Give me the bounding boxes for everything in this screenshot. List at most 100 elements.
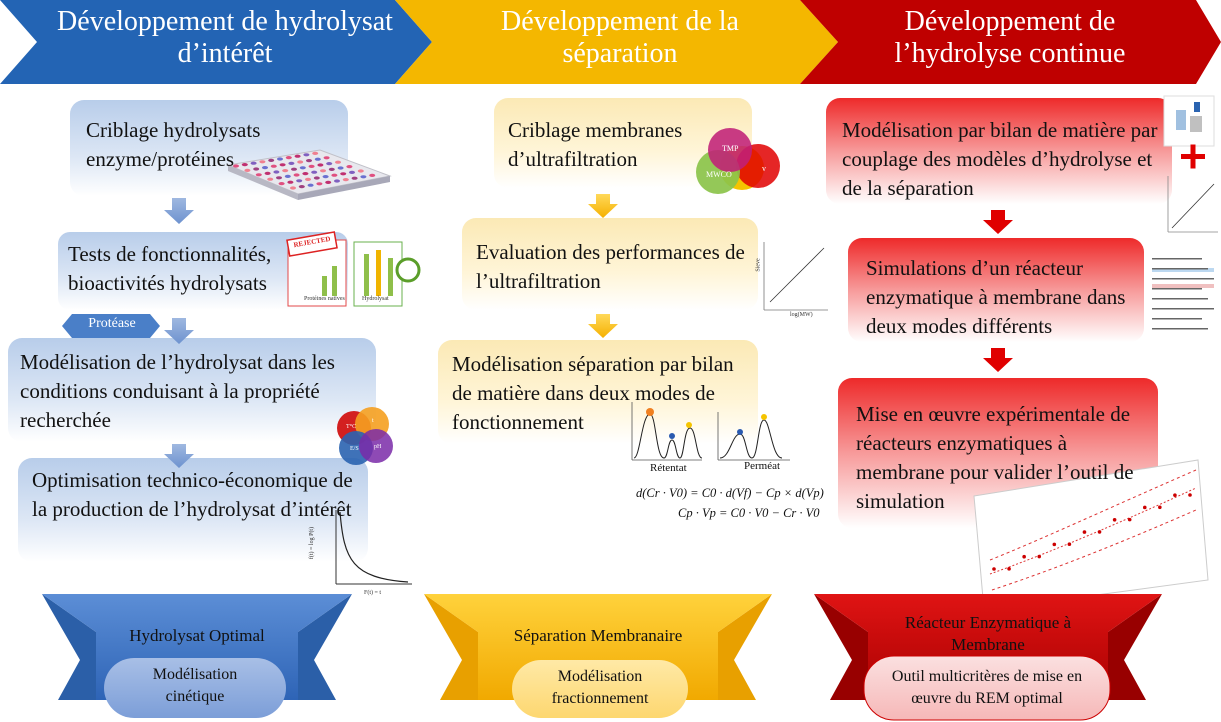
membrane-venn — [696, 128, 780, 194]
validation-point — [1022, 554, 1026, 559]
validation-point — [1173, 493, 1177, 497]
pill-outil: Outil multicritères de mise en œuvre du … — [891, 668, 1083, 707]
validation-point — [1097, 530, 1102, 534]
col1-box2 — [58, 232, 348, 310]
validation-point — [1188, 493, 1192, 497]
protease-label: Protéase — [88, 316, 136, 331]
microplate-well — [323, 156, 330, 160]
microplate-well — [255, 173, 262, 177]
col1-arrow3 — [164, 444, 194, 468]
microplate-well — [308, 164, 315, 168]
header-chevron-blue — [0, 0, 432, 84]
microplate-well — [307, 183, 314, 187]
microplate-well — [268, 158, 275, 162]
col3-box2 — [848, 238, 1144, 342]
pill-cinetique: Modélisation cinétique — [152, 666, 238, 705]
microplate-well — [303, 153, 310, 157]
microplate-well — [241, 163, 248, 167]
col2-step3: Modélisation séparation par bilan de mat… — [452, 352, 734, 434]
chart-label-hydrolysat: Hydrolysat — [362, 296, 389, 302]
col3-arrow2 — [983, 348, 1013, 372]
retentat-label: Rétentat — [650, 462, 687, 474]
microplate-well — [259, 160, 266, 164]
microplate-well — [302, 172, 309, 176]
microplate-well — [296, 179, 303, 183]
sieve-xlabel: log(MW) — [790, 312, 813, 318]
microplate-well — [284, 174, 291, 178]
retentat-chromatogram — [631, 402, 703, 461]
mass-balance-eq1: d(Cr · V0) = C0 · d(Vf) − Cp × d(Vp) — [636, 486, 824, 500]
ribbon-yellow — [424, 594, 772, 700]
microplate-well — [349, 170, 355, 174]
microplate-well — [278, 182, 285, 186]
equation-line — [1152, 308, 1214, 310]
microplate-well — [312, 151, 319, 155]
permeat-chromatogram — [717, 412, 790, 461]
venn-tmp: TMP — [722, 144, 739, 153]
plus-icon — [1181, 144, 1205, 169]
linear-chart-small — [1167, 176, 1218, 233]
microplate-well — [297, 160, 304, 164]
microplate-well — [360, 175, 367, 179]
validation-point — [1007, 567, 1011, 571]
validation-point — [1052, 542, 1057, 547]
microplate-well — [331, 173, 338, 177]
equation-line — [1152, 298, 1208, 300]
col2-box1 — [494, 98, 752, 188]
microplate-well — [290, 186, 296, 190]
microplate-well — [294, 154, 301, 158]
equation-line — [1152, 288, 1202, 290]
microplate-well — [314, 157, 321, 161]
microplate-well — [334, 179, 340, 183]
mass-balance-eq2: Cp · Vp = C0 · V0 − Cr · V0 — [678, 506, 820, 520]
equation-line — [1152, 278, 1214, 280]
col3-step2: Simulations d’un réacteur enzymatique à … — [866, 256, 1126, 338]
microplate-well — [264, 171, 271, 175]
header-col1: Développement de hydrolysat d’intérêt — [57, 6, 393, 69]
validation-point — [1037, 554, 1042, 559]
microplate-well — [326, 162, 333, 166]
microplate-well — [250, 161, 257, 165]
microplate-well — [317, 163, 324, 167]
microplate-well — [291, 167, 297, 171]
validation-point — [1127, 517, 1132, 522]
bar-chart-images — [286, 231, 421, 307]
microplate-well — [253, 167, 260, 171]
microplate-well — [279, 163, 286, 167]
header-col3: Développement de l’hydrolyse continue — [894, 6, 1126, 69]
microplate-well — [369, 173, 376, 177]
microplate-well — [287, 180, 294, 184]
microplate-well — [346, 165, 353, 169]
microplate-well — [285, 156, 292, 160]
header-col2: Développement de la séparation — [501, 6, 739, 69]
col1-box4 — [18, 458, 368, 562]
microplate-well — [277, 157, 283, 161]
pill-blue — [104, 658, 286, 718]
header-chevron-red — [800, 0, 1221, 84]
microplate-well — [299, 166, 306, 170]
venn-label-temp: T°C — [346, 424, 357, 430]
sieve-chart — [763, 242, 828, 311]
venn-label-ph: pH — [374, 444, 382, 450]
col3-arrow1 — [983, 210, 1013, 234]
microplate-well — [335, 160, 341, 164]
validation-point — [1112, 517, 1117, 522]
equation-line — [1152, 268, 1208, 270]
equation-line — [1152, 328, 1208, 330]
microplate-well — [340, 172, 347, 176]
microplate-well — [298, 185, 305, 189]
header-chevron-yellow — [395, 0, 838, 84]
decay-xlabel: F(t) = t — [364, 590, 382, 596]
validation-point — [1142, 505, 1147, 510]
sieve-ylabel: Sieve — [755, 258, 762, 272]
decay-ylabel: f(t) = log P(t) — [309, 526, 316, 560]
venn-mwco: MWCO — [706, 170, 732, 179]
banner-separation: Séparation Membranaire — [513, 626, 683, 645]
col2-step2: Evaluation des performances de l’ultrafi… — [476, 240, 745, 293]
microplate-well — [351, 176, 358, 180]
col1-arrow2 — [164, 318, 194, 344]
equation-line — [1152, 318, 1202, 320]
permeat-label: Perméat — [744, 460, 781, 472]
col3-step1: Modélisation par bilan de matière par co… — [842, 118, 1158, 200]
